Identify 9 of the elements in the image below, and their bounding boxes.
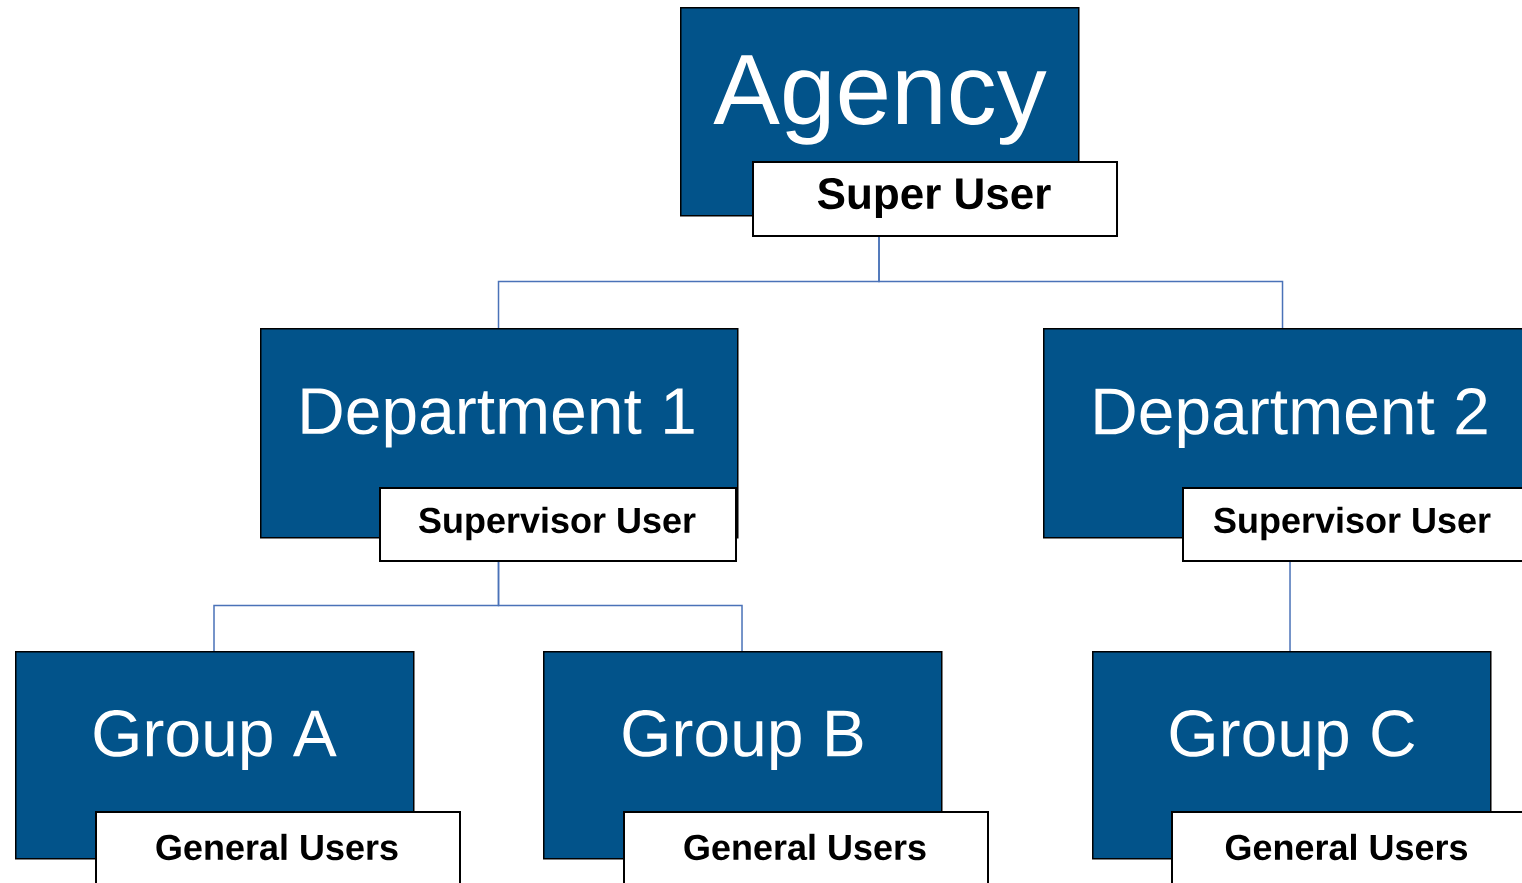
org-box: Group C General Users	[1092, 651, 1522, 883]
org-box: Group A General Users	[15, 651, 461, 883]
connector-line	[497, 561, 743, 652]
org-box: Department 1 Supervisor User	[260, 328, 739, 562]
org-box: Group B General Users	[543, 651, 989, 883]
org-box: Agency Super User	[680, 7, 1118, 237]
connector-line	[1289, 561, 1291, 652]
connector-line	[878, 236, 1284, 329]
org-box: Department 2 Supervisor User	[1043, 328, 1522, 562]
